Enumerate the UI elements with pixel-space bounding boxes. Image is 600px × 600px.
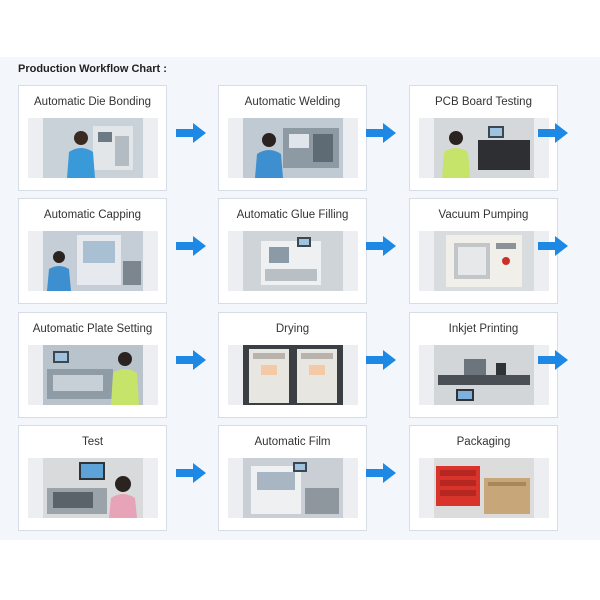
step-card-capping: Automatic Capping xyxy=(18,198,167,304)
arrow-right-icon xyxy=(366,123,396,143)
die-bonding-photo xyxy=(28,118,158,178)
arrow-right-icon xyxy=(538,123,568,143)
welding-photo xyxy=(228,118,358,178)
arrow-right-icon xyxy=(366,236,396,256)
step-label: Automatic Plate Setting xyxy=(32,323,153,335)
arrow-right-icon xyxy=(176,463,206,483)
arrow-right-icon xyxy=(538,236,568,256)
step-label: Automatic Welding xyxy=(244,96,341,108)
inkjet-printing-photo xyxy=(419,345,549,405)
step-card-test: Test xyxy=(18,425,167,531)
step-label: Automatic Capping xyxy=(43,209,142,221)
arrow-right-icon xyxy=(176,350,206,370)
plate-setting-photo xyxy=(28,345,158,405)
arrow-right-icon xyxy=(538,350,568,370)
step-card-vacuum-pumping: Vacuum Pumping xyxy=(409,198,558,304)
step-card-pcb-testing: PCB Board Testing xyxy=(409,85,558,191)
step-card-welding: Automatic Welding xyxy=(218,85,367,191)
step-card-packaging: Packaging xyxy=(409,425,558,531)
glue-filling-photo xyxy=(228,231,358,291)
arrow-right-icon xyxy=(366,350,396,370)
step-card-glue-filling: Automatic Glue Filling xyxy=(218,198,367,304)
packaging-photo xyxy=(419,458,549,518)
capping-photo xyxy=(28,231,158,291)
step-card-drying: Drying xyxy=(218,312,367,418)
step-label: Vacuum Pumping xyxy=(438,209,529,221)
step-label: Packaging xyxy=(456,436,511,448)
step-card-plate-setting: Automatic Plate Setting xyxy=(18,312,167,418)
step-label: Automatic Glue Filling xyxy=(236,209,349,221)
test-photo xyxy=(28,458,158,518)
arrow-right-icon xyxy=(366,463,396,483)
step-label: Automatic Film xyxy=(254,436,331,448)
step-card-inkjet-printing: Inkjet Printing xyxy=(409,312,558,418)
step-card-die-bonding: Automatic Die Bonding xyxy=(18,85,167,191)
step-label: Inkjet Printing xyxy=(448,323,519,335)
step-label: Automatic Die Bonding xyxy=(34,96,151,108)
step-label: Drying xyxy=(275,323,310,335)
arrow-right-icon xyxy=(176,236,206,256)
step-card-film: Automatic Film xyxy=(218,425,367,531)
film-photo xyxy=(228,458,358,518)
step-label: PCB Board Testing xyxy=(435,96,532,108)
step-label: Test xyxy=(81,436,104,448)
drying-photo xyxy=(228,345,358,405)
chart-title: Production Workflow Chart : xyxy=(18,63,167,75)
vacuum-pumping-photo xyxy=(419,231,549,291)
pcb-testing-photo xyxy=(419,118,549,178)
arrow-right-icon xyxy=(176,123,206,143)
